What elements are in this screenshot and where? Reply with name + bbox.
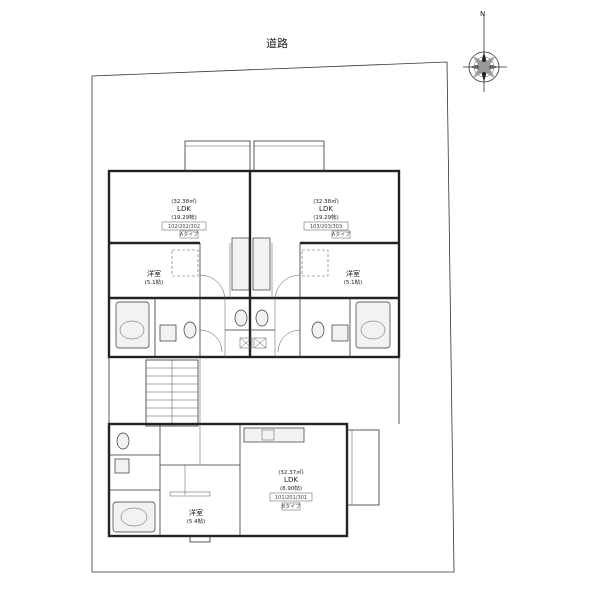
toilet-left [234,309,248,327]
balcony-left [184,140,251,172]
site-boundary [91,61,455,573]
svg-text:LDK: LDK [177,205,191,213]
svg-text:102/202/302: 102/202/302 [168,224,200,230]
washbasin-right [331,324,349,342]
svg-text:(32.38㎡): (32.38㎡) [313,197,339,205]
svg-text:Aタイプ: Aタイプ [180,231,198,238]
svg-text:Aタイプ: Aタイプ [332,231,350,238]
svg-text:(32.38㎡): (32.38㎡) [171,197,197,205]
svg-text:(5.4帖): (5.4帖) [187,517,206,525]
svg-text:(19.29帖): (19.29帖) [171,213,197,221]
bathtub-left [115,301,150,349]
unit-ldk-lower: (32.37㎡) LDK (8.90帖) 101/201/301 Bタイプ [269,468,313,511]
bathtub-right [355,301,391,349]
north-label: N [480,10,485,18]
bedroom-left: 洋室 (5.1帖) [145,269,164,286]
toilet-lower [116,432,130,450]
svg-text:(32.37㎡): (32.37㎡) [278,468,304,476]
svg-text:(19.29帖): (19.29帖) [313,213,339,221]
kitchen-counter-left [231,237,250,291]
balcony-lower [346,429,380,506]
compass-icon: N [463,10,507,92]
washbasin-lower [114,458,130,474]
toilet-a-left [183,321,197,339]
bedroom-right: 洋室 (5.1帖) [344,269,363,286]
road-label: 道路 [266,36,288,50]
kitchen-counter-right [252,237,271,291]
svg-text:洋室: 洋室 [346,269,360,278]
svg-text:LDK: LDK [284,476,298,484]
svg-text:洋室: 洋室 [189,508,203,517]
balcony-right [253,140,325,172]
svg-text:Bタイプ: Bタイプ [282,503,300,510]
unit-ldk-left: (32.38㎡) LDK (19.29帖) 102/202/302 Aタイプ [161,197,207,239]
svg-text:LDK: LDK [319,205,333,213]
svg-text:(5.1帖): (5.1帖) [344,278,363,286]
toilet-right [255,309,269,327]
unit-ldk-right: (32.38㎡) LDK (19.29帖) 103/203/303 Aタイプ [303,197,351,239]
svg-text:101/201/301: 101/201/301 [275,495,307,501]
entrance-lower [189,535,211,543]
svg-text:103/203/303: 103/203/303 [310,224,342,230]
svg-text:洋室: 洋室 [147,269,161,278]
washbasin-left [159,324,177,342]
svg-text:(5.1帖): (5.1帖) [145,278,164,286]
bathtub-lower [112,501,156,533]
bedroom-lower: 洋室 (5.4帖) [187,508,206,525]
toilet-a-right [311,321,325,339]
svg-text:(8.90帖): (8.90帖) [280,484,302,492]
